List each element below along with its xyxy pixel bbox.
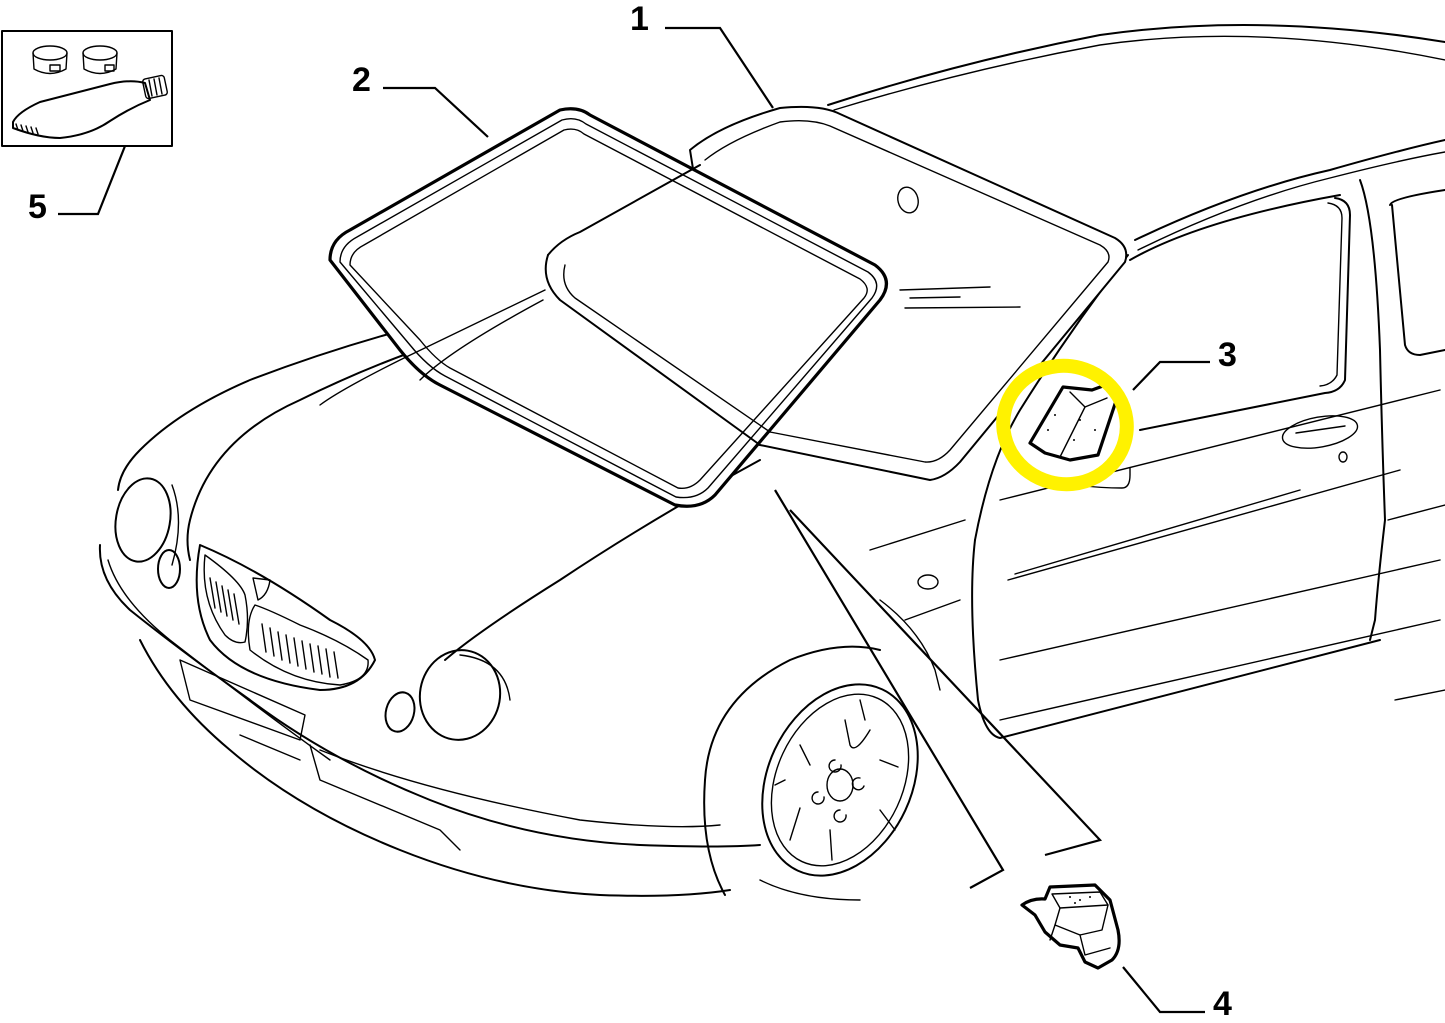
primer-can-icon	[82, 45, 118, 75]
guide-line	[789, 509, 1103, 857]
callout-label-3: 3	[1218, 336, 1237, 374]
callout-label-1: 1	[630, 0, 649, 38]
hood-line	[319, 289, 546, 406]
primer-can-icon	[32, 45, 68, 75]
callout-label-2: 2	[352, 61, 371, 99]
mirror-mount-bracket	[1020, 883, 1205, 1014]
adhesive-tube-icon	[12, 74, 168, 139]
mirror-pad	[1028, 360, 1210, 489]
windshield-seal-frame	[328, 86, 888, 508]
front-wheel-icon	[703, 645, 919, 896]
headlight-right-icon	[384, 649, 511, 741]
callout-label-5: 5	[28, 188, 47, 226]
headlight-left-icon	[114, 477, 181, 589]
highlight-circle	[996, 358, 1134, 492]
adhesive-kit-inset	[1, 30, 173, 216]
hood-line	[419, 299, 544, 381]
grille-icon	[195, 544, 376, 691]
guide-line	[774, 489, 1005, 889]
callout-label-4: 4	[1213, 985, 1232, 1023]
